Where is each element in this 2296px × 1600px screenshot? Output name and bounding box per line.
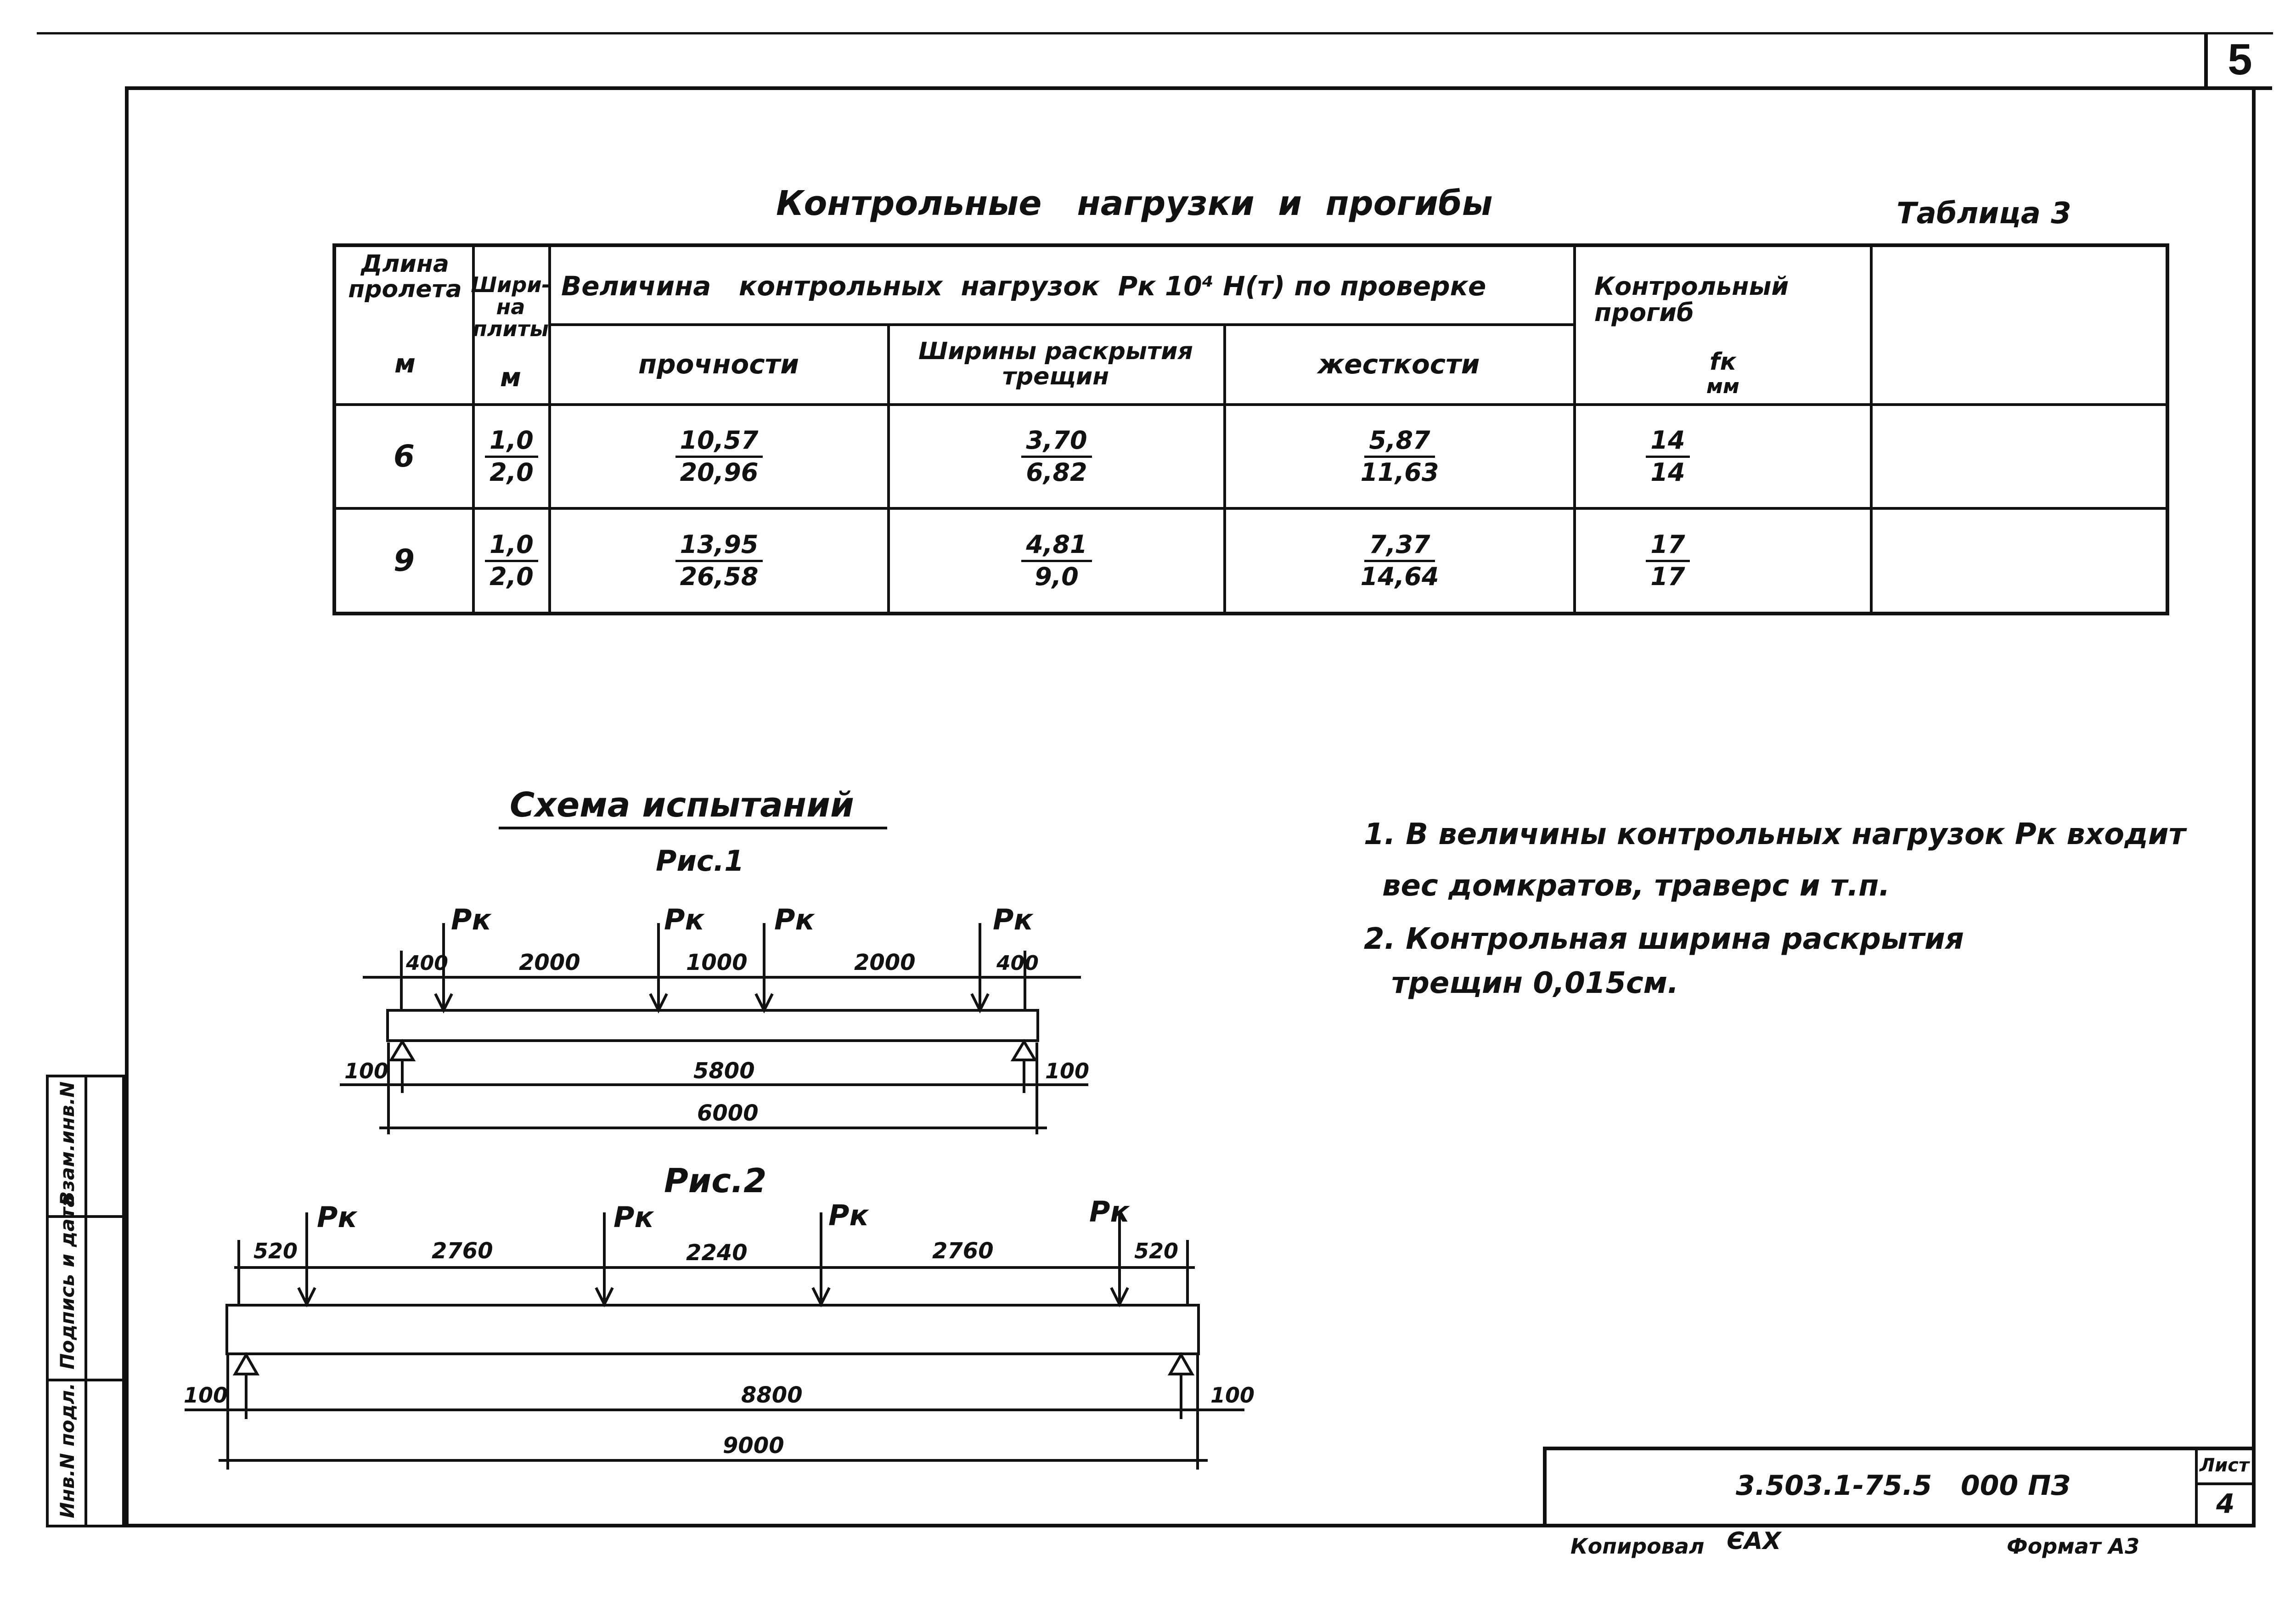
header-deflection-unit: мм: [1706, 374, 1739, 398]
note-line-2: вес домкратов, траверс и т.п.: [1382, 869, 1890, 903]
fig1-load-label: Pк: [774, 903, 815, 936]
col-divider: [472, 247, 475, 612]
table-label: Таблица 3: [1896, 197, 2071, 231]
scheme-title: Схема испытаний: [510, 785, 854, 825]
header-crack-width: Ширины раскрытия трещин: [918, 338, 1193, 390]
header-deflection: Контрольный прогиб: [1594, 272, 1789, 327]
side-stamp-divider: [49, 1379, 122, 1381]
note-line-3: 2. Контрольная ширина раскрытия: [1364, 922, 1964, 956]
fig1-clear-span: 5800: [693, 1058, 755, 1084]
fig2-dim: 2240: [686, 1240, 748, 1266]
title-block-divider: [2195, 1482, 2256, 1485]
note-line-1: 1. В величины контрольных нагрузок Pк вх…: [1364, 817, 2186, 851]
fig1-dim: 400: [996, 952, 1039, 975]
fig1-label: Рис.1: [656, 844, 744, 878]
fig1-support-right: 100: [1045, 1059, 1089, 1083]
fig2-support-left: 100: [184, 1383, 228, 1408]
fig2-load-label: Pк: [1089, 1195, 1130, 1228]
side-stamp: Взам.инв.N Подпись и дата Инв.N подл.: [46, 1075, 125, 1527]
col-divider: [1870, 247, 1873, 612]
col-divider: [548, 247, 551, 612]
col-divider: [1223, 323, 1226, 612]
header-span-unit: м: [394, 349, 416, 379]
col-divider: [1573, 247, 1576, 612]
fig2-dim: 2760: [932, 1238, 994, 1264]
fig2-load-label: Pк: [828, 1199, 869, 1232]
header-loads-group: Величина контрольных нагрузок Pк 10⁴ Н(т…: [561, 270, 1486, 302]
document-code: 3.503.1-75.5 000 ПЗ: [1736, 1470, 2071, 1502]
note-line-4: трещин 0,015см.: [1391, 966, 1679, 1000]
row2-span: 9: [394, 543, 415, 579]
header-deflection-symbol: fк: [1710, 348, 1736, 376]
side-signature-date: Подпись и дата: [56, 1194, 79, 1369]
fig1-total: 6000: [697, 1100, 759, 1126]
side-vzam-inv: Взам.инв.N: [56, 1081, 79, 1206]
sheet-number: 4: [2216, 1488, 2235, 1519]
page-frame: [125, 86, 2256, 1527]
header-stiffness: жесткости: [1317, 348, 1480, 380]
side-stamp-divider: [84, 1077, 87, 1525]
fig2-dim: 520: [1134, 1239, 1178, 1263]
side-inv-podl: Инв.N подл.: [56, 1383, 79, 1518]
fig2-load-label: Pк: [613, 1200, 654, 1234]
side-stamp-divider: [49, 1215, 122, 1218]
col-divider: [887, 323, 890, 612]
fig2-load-label: Pк: [317, 1200, 358, 1234]
header-strength: прочности: [638, 348, 799, 380]
fig1-load-label: Pк: [451, 903, 492, 936]
paper-format: Формат А3: [2007, 1534, 2140, 1559]
control-loads-table: Длина пролета м Шири-на плиты м Величина…: [332, 243, 2169, 615]
scheme-title-underline: [499, 827, 887, 829]
row-divider: [336, 507, 2166, 510]
title-block: [1543, 1447, 2256, 1527]
header-width-unit: м: [500, 362, 521, 393]
title-block-divider: [2195, 1447, 2198, 1527]
copier-signature: ЄАХ: [1727, 1527, 1781, 1555]
fig1-dim: 1000: [686, 950, 748, 975]
sheet-label: Лист: [2200, 1455, 2250, 1476]
sheet-top-line: [37, 32, 2273, 34]
row1-span: 6: [394, 439, 415, 474]
fig2-label: Рис.2: [664, 1161, 766, 1200]
fig2-total: 9000: [723, 1433, 784, 1459]
fig1-load-label: Pк: [993, 903, 1034, 936]
fig1-dim: 400: [405, 952, 448, 975]
fig2-clear-span: 8800: [741, 1382, 803, 1408]
fig1-load-label: Pк: [664, 903, 705, 936]
row-divider: [548, 323, 1573, 326]
fig1-dim: 2000: [854, 950, 916, 975]
fig2-dim: 520: [253, 1239, 298, 1263]
page-number: 5: [2204, 33, 2272, 90]
fig2-dim: 2760: [432, 1238, 493, 1264]
fig1-support-left: 100: [344, 1059, 388, 1083]
header-slab-width: Шири-на плиты: [471, 272, 551, 342]
row-divider: [336, 403, 2166, 406]
fig2-support-right: 100: [1210, 1383, 1255, 1408]
copied-by: Копировал: [1570, 1534, 1705, 1559]
table-title: Контрольные нагрузки и прогибы: [776, 184, 1493, 223]
fig1-dim: 2000: [519, 950, 580, 975]
header-span-length: Длина пролета: [348, 250, 462, 303]
